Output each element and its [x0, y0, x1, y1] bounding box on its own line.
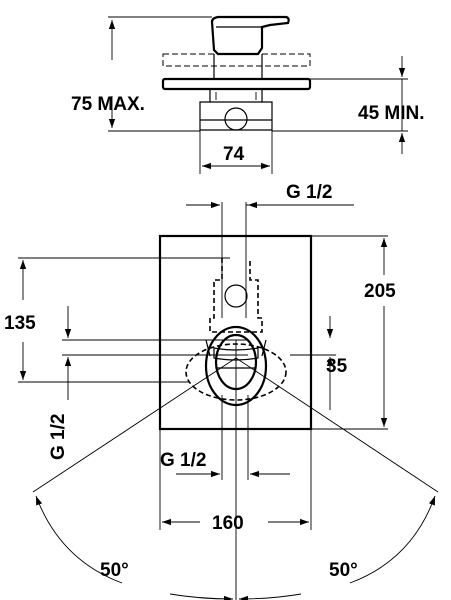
top-outlet-circle [224, 284, 248, 308]
bottom-connection-label: G 1/2 [160, 450, 206, 471]
valve-body [199, 89, 273, 131]
valve-body-hidden [209, 258, 263, 333]
right-angle-label: 50° [329, 560, 358, 581]
left-angle-arc [35, 495, 123, 584]
right-angle-arc [349, 495, 436, 584]
right-rotation-line [235, 357, 439, 493]
side-view: 75 MAX. 45 MIN. 74 [71, 15, 425, 174]
center-label: 35 [326, 356, 348, 377]
depth-min-label: 45 MIN. [358, 103, 425, 124]
left-angle-label: 50° [100, 560, 129, 581]
width-label: 74 [223, 144, 245, 165]
wall-plate [158, 234, 313, 431]
left-rotation-line [32, 357, 237, 493]
side-connection-label: G 1/2 [48, 414, 69, 460]
outlet-circle [224, 107, 248, 131]
rosette-outline [162, 53, 311, 67]
offset-label: 135 [4, 313, 36, 334]
lever-handle [210, 15, 290, 56]
top-connection-label: G 1/2 [286, 182, 332, 203]
depth-max-label: 75 MAX. [71, 94, 145, 115]
rosette-plate [161, 77, 312, 91]
plate-width-label: 160 [212, 513, 244, 534]
height-label: 205 [364, 281, 396, 302]
front-view: G 1/2 135 205 35 G 1/2 [4, 182, 439, 600]
